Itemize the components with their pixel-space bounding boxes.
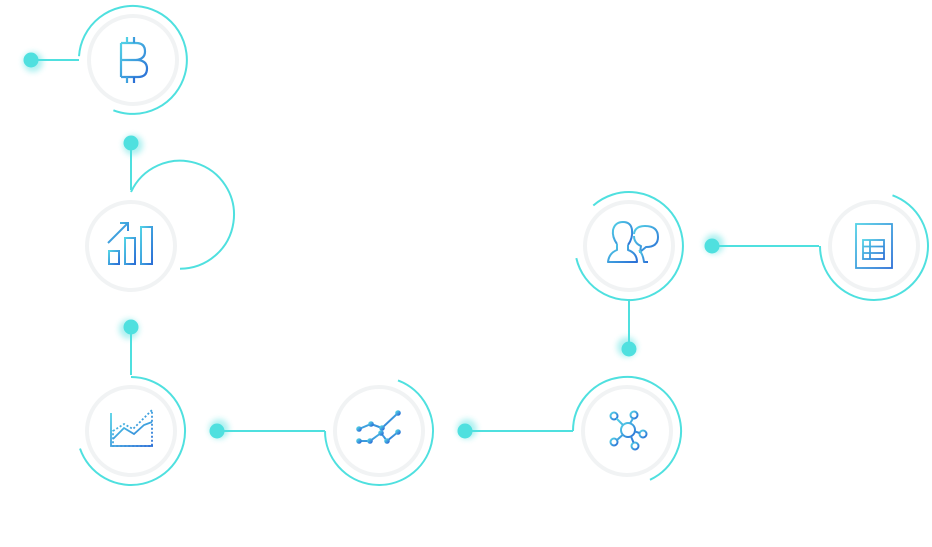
node-document [819, 193, 929, 302]
growth-bar-chart-icon [107, 222, 153, 265]
area-chart-icon [110, 407, 153, 447]
line-trend-icon [356, 410, 401, 444]
node-area [78, 376, 187, 486]
node-users [575, 191, 684, 302]
connection-dots [23, 52, 724, 439]
connection-dot [123, 135, 143, 155]
node-bitcoin [78, 5, 188, 115]
connection-dot [23, 52, 43, 72]
network-nodes-icon [609, 410, 648, 451]
connection-dot [209, 419, 229, 439]
users-chat-icon [607, 221, 659, 263]
node-growth [78, 159, 235, 299]
connection-dot [119, 319, 139, 339]
connection-dot [457, 419, 477, 439]
bitcoin-icon [119, 37, 149, 83]
node-network [572, 375, 682, 484]
connection-dot [617, 337, 637, 357]
document-icon [855, 223, 893, 269]
node-trend [324, 378, 434, 486]
connection-dot [704, 234, 724, 254]
